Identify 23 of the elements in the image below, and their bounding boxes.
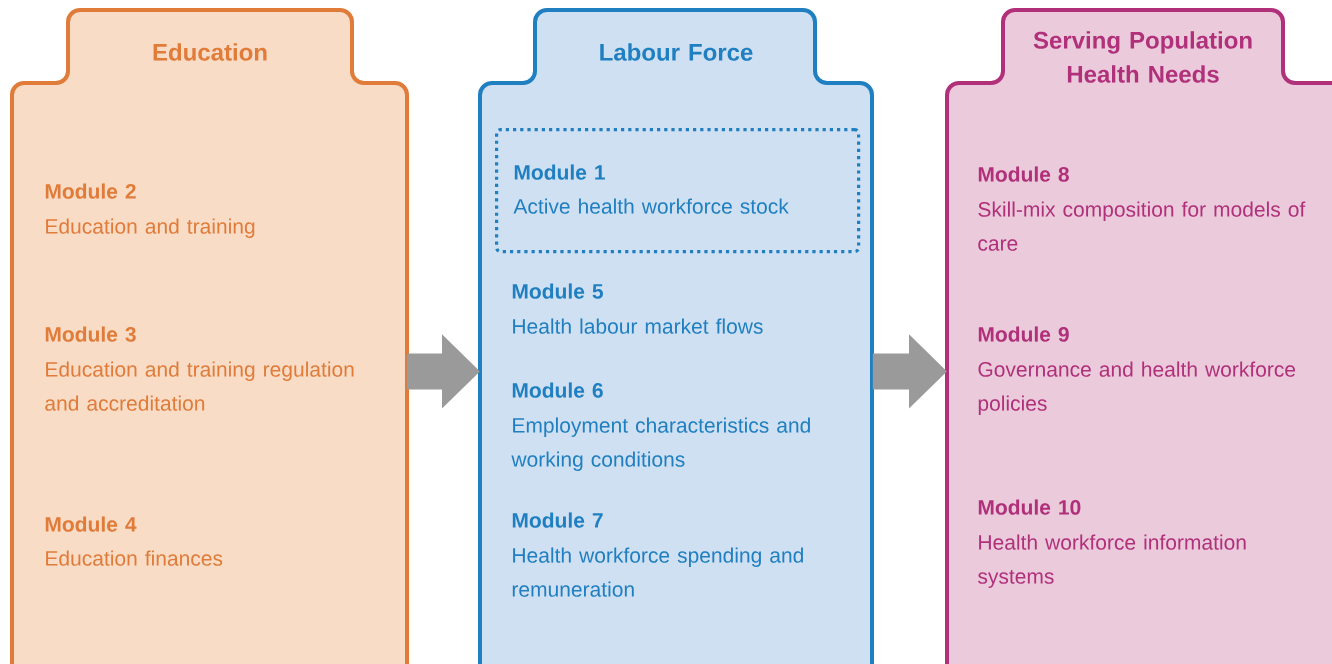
module-description: Health workforce information systems <box>978 534 1246 588</box>
module-heading: Module 8 <box>978 166 1069 182</box>
module-heading: Module 4 <box>45 516 137 532</box>
panel-heading: Serving Population Health Needs <box>1033 31 1252 83</box>
module-description: Active health workforce stock <box>513 198 789 214</box>
module-description: Education finances <box>46 550 223 566</box>
module-heading: Module 1 <box>514 164 605 180</box>
module-description: Education and training regulation and accreditation <box>45 361 354 411</box>
module-heading: Module 10 <box>978 499 1081 515</box>
module-heading: Module 6 <box>512 382 603 398</box>
module-heading: Module 3 <box>45 326 136 342</box>
module-heading: Module 5 <box>512 283 603 299</box>
module-description: Governance and health workforce policies <box>978 361 1296 415</box>
module-description: Education and training <box>46 218 255 238</box>
module-description: Health labour market flows <box>513 318 763 334</box>
panel-heading: Education <box>153 43 267 61</box>
panel-heading: Labour Force <box>600 43 753 61</box>
module-description: Skill-mix composition for models of care <box>978 201 1306 251</box>
module-description: Employment characteristics and working conditions <box>511 417 810 471</box>
module-heading: Module 9 <box>978 326 1069 342</box>
module-heading: Module 7 <box>512 512 603 528</box>
module-heading: Module 2 <box>45 183 136 199</box>
module-description: Health workforce spending and remuneration <box>512 547 803 597</box>
